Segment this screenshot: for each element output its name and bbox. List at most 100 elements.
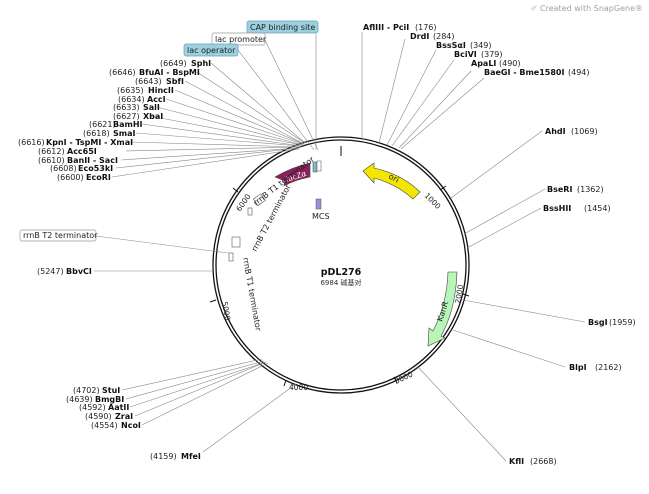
rrnb-t2-terminator-box[interactable]: rrnB T2 terminator [19, 229, 98, 242]
site-bamHI[interactable]: (6621) BamHI [89, 120, 143, 129]
leader-bseRI [463, 188, 546, 235]
svg-text:BbvCI: BbvCI [66, 267, 92, 276]
site-aatII[interactable]: (4592) AatII [79, 403, 129, 412]
tick-label-4000: 4000 [289, 383, 308, 392]
plasmid-size: 6984 碱基对 [320, 278, 361, 287]
site-bcivi[interactable]: BciVI (379) [454, 50, 503, 59]
site-ncoI[interactable]: (4554) NcoI [91, 421, 141, 430]
site-acc65I[interactable]: (6612) Acc65I [38, 147, 97, 156]
svg-text:(4590): (4590) [85, 412, 112, 421]
kanr-feature-arrow[interactable] [427, 271, 458, 347]
leader-blpI [452, 329, 566, 368]
site-ahdI[interactable]: AhdI (1069) [545, 127, 598, 136]
plasmid-name: pDL276 [321, 267, 362, 278]
svg-text:(379): (379) [481, 50, 503, 59]
leader-bmgbI [125, 360, 265, 400]
terminator-block-4 [228, 252, 234, 262]
site-eco53kI[interactable]: (6608) Eco53kI [50, 164, 113, 173]
cap-binding-site-box[interactable]: CAP binding site [246, 20, 319, 34]
site-baegI-bme1580I[interactable]: BaeGI - Bme1580I (494) [484, 68, 590, 77]
svg-text:(4159): (4159) [150, 452, 177, 461]
svg-text:BciVI: BciVI [454, 50, 477, 59]
site-apaLI[interactable]: ApaLI (490) [471, 59, 521, 68]
svg-text:(6612): (6612) [38, 147, 65, 156]
svg-text:(6635): (6635) [117, 86, 144, 95]
site-bsgI[interactable]: BsgI (1959) [588, 318, 636, 327]
site-accI[interactable]: (6634) AccI [118, 95, 166, 104]
lac-operator-box[interactable]: lac operator [183, 43, 239, 57]
site-bseRI[interactable]: BseRI (1362) [547, 185, 604, 194]
snapgene-logo-icon: ✐ [530, 4, 538, 13]
svg-text:(494): (494) [568, 68, 590, 77]
svg-text:BanII - SacI: BanII - SacI [67, 156, 118, 165]
svg-text:Acc65I: Acc65I [67, 147, 97, 156]
site-sbfI[interactable]: (6643) SbfI [135, 77, 184, 86]
svg-text:(1362): (1362) [577, 185, 604, 194]
leader-kflI [417, 366, 507, 462]
site-aflIII-pciI[interactable]: AflIII - PciI (176) [363, 23, 437, 32]
svg-text:(4554): (4554) [91, 421, 118, 430]
leader-baegI [400, 77, 485, 150]
site-smaI[interactable]: (6618) SmaI [83, 129, 135, 138]
rrnb-t2-terminator-box-label: rrnB T2 terminator [23, 231, 98, 240]
leader-rrnb-t2-box [95, 235, 229, 254]
svg-text:BlpI: BlpI [569, 363, 587, 372]
tick-label-1000: 1000 [423, 191, 443, 211]
site-hincII[interactable]: (6635) HincII [117, 86, 174, 95]
cap-binding-site-label: CAP binding site [250, 23, 315, 32]
svg-text:(6608): (6608) [50, 164, 77, 173]
ori-feature-arrow[interactable] [362, 162, 421, 200]
site-sphI[interactable]: (6649) SphI [160, 59, 211, 68]
lac-operator-label: lac operator [187, 46, 236, 55]
snapgene-watermark: ✐ Created with SnapGene® [531, 4, 643, 13]
leader-apaLI [398, 70, 472, 149]
site-banII-sacI[interactable]: (6610) BanII - SacI [38, 156, 118, 165]
site-salI[interactable]: (6633) SalI [113, 103, 160, 112]
mcs-block[interactable] [315, 198, 322, 210]
svg-text:StuI: StuI [102, 386, 120, 395]
svg-text:SbfI: SbfI [166, 77, 184, 86]
leader-bcivi [391, 59, 455, 147]
site-bbvCI[interactable]: (5247) BbvCI [37, 267, 92, 276]
site-mfeI[interactable]: (4159) MfeI [150, 452, 201, 461]
svg-text:SmaI: SmaI [113, 129, 135, 138]
svg-text:BseRI: BseRI [547, 185, 572, 194]
svg-text:ApaLI: ApaLI [471, 59, 496, 68]
svg-text:AhdI: AhdI [545, 127, 566, 136]
site-zraI[interactable]: (4590) ZraI [85, 412, 133, 421]
lac-promoter-label: lac promoter [215, 35, 267, 44]
tick-4000: 4000 [283, 379, 308, 392]
site-ecoRI[interactable]: (6600) EcoRI [57, 173, 111, 182]
backbone-inner [215, 139, 467, 391]
site-kflI[interactable]: KflI (2668) [509, 457, 557, 466]
site-bsssaI[interactable]: BssSαI (349) [436, 41, 492, 50]
svg-text:(6618): (6618) [83, 129, 110, 138]
lacz-alpha-feature-arrow[interactable] [274, 162, 311, 187]
lac-promoter-block [316, 160, 322, 172]
svg-text:MfeI: MfeI [181, 452, 201, 461]
site-stuI[interactable]: (4702) StuI [73, 386, 120, 395]
site-xbaI[interactable]: (6627) XbaI [113, 112, 163, 121]
leader-zraI [134, 361, 267, 417]
tick-5000: 5000 [209, 299, 232, 321]
site-bfuAI-bspMI[interactable]: (6646) BfuAI - BspMI [109, 68, 200, 77]
svg-text:NcoI: NcoI [121, 421, 141, 430]
mcs-label: MCS [312, 212, 330, 221]
site-blpI[interactable]: BlpI (2162) [569, 363, 622, 372]
leader-lac-operator [237, 49, 315, 151]
svg-text:(6616): (6616) [18, 138, 45, 147]
lac-promoter-box[interactable]: lac promoter [211, 32, 267, 46]
svg-text:(4702): (4702) [73, 386, 100, 395]
svg-text:KpnI - TspMI - XmaI: KpnI - TspMI - XmaI [46, 138, 133, 147]
svg-text:(2668): (2668) [530, 457, 557, 466]
ori-label: ori [387, 172, 400, 185]
site-bssHII[interactable]: BssHII (1454) [543, 204, 611, 213]
svg-text:AflIII - PciI: AflIII - PciI [363, 23, 409, 32]
site-bmgbI[interactable]: (4639) BmgBI [66, 395, 124, 404]
svg-text:SalI: SalI [143, 103, 160, 112]
svg-text:(1069): (1069) [571, 127, 598, 136]
site-kpnI-tspMI-xmaI[interactable]: (6616) KpnI - TspMI - XmaI [18, 138, 133, 147]
site-drdI[interactable]: DrdI (284) [410, 32, 455, 41]
tick-1000: 1000 [423, 185, 447, 211]
